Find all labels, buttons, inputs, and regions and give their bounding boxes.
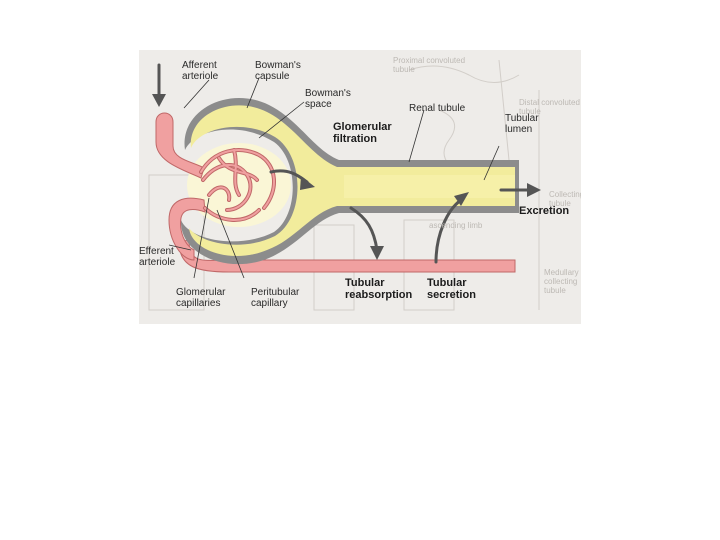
nephron-illustration xyxy=(148,59,541,311)
blood-inflow-arrowhead xyxy=(152,94,166,107)
label-tubular-reabsorption: Tubular reabsorption xyxy=(345,277,413,301)
label-afferent-arteriole: Afferent arteriole xyxy=(182,60,219,82)
reabsorption-arrow xyxy=(349,206,379,252)
reabsorption-arrowhead xyxy=(370,246,384,260)
afferent-arteriole xyxy=(155,112,205,179)
label-glomerular-capillaries: Glomerular capillaries xyxy=(176,287,226,309)
label-glomerular-filtration: Glomerular filtration xyxy=(333,121,392,145)
secretion-arrow xyxy=(434,198,463,264)
label-bowmans-space: Bowman's space xyxy=(305,88,351,110)
ghost-ascending-text: ascending limb xyxy=(429,221,483,230)
excretion-arrowhead xyxy=(527,183,541,197)
label-excretion: Excretion xyxy=(519,205,570,217)
label-efferent-arteriole: Efferent arteriole xyxy=(139,246,176,268)
filtration-arrowhead xyxy=(300,176,315,190)
ghost-distal-text: Distal convoluted tubule xyxy=(519,98,580,116)
secretion-arrowhead xyxy=(454,192,469,206)
label-renal-tubule: Renal tubule xyxy=(409,103,466,114)
efferent-arteriole xyxy=(168,197,206,261)
nephron-diagram: Proximal convoluted tubule Distal convol… xyxy=(139,50,581,324)
ghost-medullary-text: Medullary collecting tubule xyxy=(544,268,579,295)
label-tubular-secretion: Tubular secretion xyxy=(427,277,476,301)
leader-lines xyxy=(168,77,500,279)
arrows xyxy=(152,63,541,264)
label-peritubular-capillary: Peritubular capillary xyxy=(251,287,300,309)
label-bowmans-capsule: Bowman's capsule xyxy=(255,60,301,82)
peritubular-capillary xyxy=(178,239,516,273)
label-tubular-lumen: Tubular lumen xyxy=(505,113,539,135)
ghost-collecting-text: Collecting tubule xyxy=(549,190,581,208)
ghost-proximal-text: Proximal convoluted tubule xyxy=(393,56,466,74)
glomerular-capillaries-fill xyxy=(200,149,276,221)
